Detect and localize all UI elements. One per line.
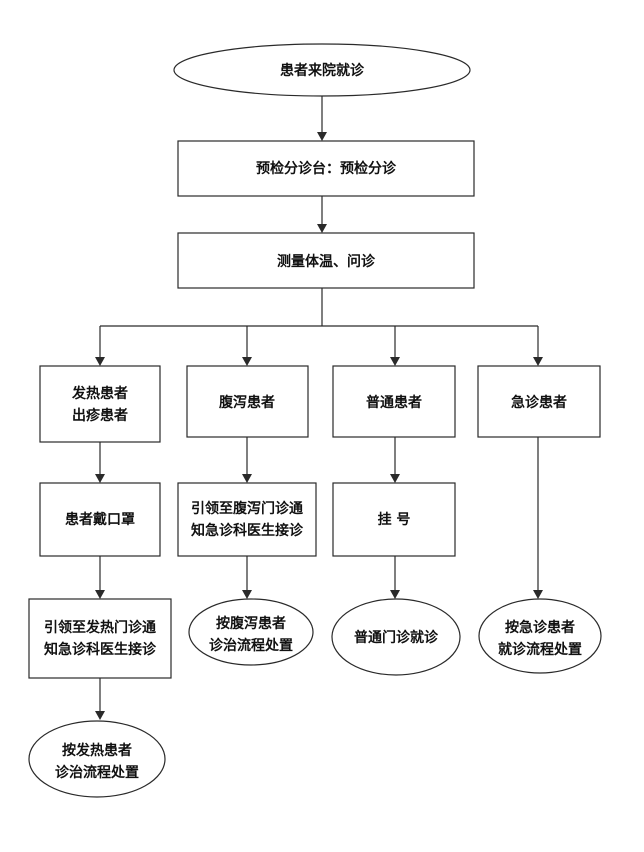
arrowhead [390,357,400,366]
label-line: 发热患者 [71,385,128,402]
arrowhead [242,474,252,483]
label-line: 普通门诊就诊 [354,629,439,646]
label-line: 知急诊科医生接诊 [191,522,304,539]
general-end-ellipse [331,598,461,676]
general-label: 普通患者 [366,394,422,411]
emergency-end-ellipse [478,598,602,674]
label-line: 按急诊患者 [505,619,575,636]
label-line: 知急诊科医生接诊 [44,641,157,658]
diarrhea-guide-box [177,482,317,557]
fever-end-ellipse [28,720,166,798]
label-line: 普通患者 [366,394,422,411]
mask-box [39,482,161,557]
label-line: 就诊流程处置 [498,641,582,658]
arrowhead [533,590,543,599]
arrowhead [533,357,543,366]
label-line: 测量体温、问诊 [277,253,376,270]
label-line: 腹泻患者 [219,394,275,411]
arrowhead [95,590,105,599]
fever-label: 发热患者出疹患者 [71,385,128,424]
fever-guide-box [28,598,172,679]
arrowhead [95,357,105,366]
label-line: 引领至发热门诊通 [44,619,156,636]
mask-label: 患者戴口罩 [65,511,135,528]
register-label: 挂 号 [378,511,411,528]
label-line: 急诊患者 [511,394,567,411]
label-line: 诊治流程处置 [209,637,293,654]
triage-box [177,140,475,197]
arrowhead [317,132,327,141]
label-line: 患者戴口罩 [65,511,135,528]
start-ellipse [173,43,471,97]
arrowhead [95,711,105,720]
label-line: 患者来院就诊 [280,62,365,79]
triage-label: 预检分诊台：预检分诊 [256,160,397,177]
label-line: 引领至腹泻门诊通 [191,500,303,517]
arrowhead [390,590,400,599]
arrowhead [390,474,400,483]
arrowhead [242,357,252,366]
diarrhea-guide-label: 引领至腹泻门诊通知急诊科医生接诊 [191,500,304,539]
label-line: 按发热患者 [62,742,132,759]
general-end-label: 普通门诊就诊 [354,629,439,646]
start-label: 患者来院就诊 [280,62,365,79]
fever-box [39,365,161,443]
arrowhead [242,590,252,599]
arrowhead [317,224,327,233]
register-box [332,482,456,557]
emergency-box [477,365,601,438]
label-line: 按腹泻患者 [216,615,286,632]
emergency-label: 急诊患者 [511,394,567,411]
label-line: 挂 号 [378,511,411,528]
connectors [95,96,543,720]
nodes: 患者来院就诊 预检分诊台：预检分诊 测量体温、问诊 发热患者出疹患者 腹泻患者 … [28,43,602,798]
label-line: 出疹患者 [72,407,128,424]
fever-end-label: 按发热患者诊治流程处置 [55,742,139,781]
emergency-end-label: 按急诊患者就诊流程处置 [498,619,582,658]
diarrhea-end-ellipse [188,598,314,666]
label-line: 诊治流程处置 [55,764,139,781]
label-line: 预检分诊台：预检分诊 [256,160,397,177]
diarrhea-end-label: 按腹泻患者诊治流程处置 [209,615,293,654]
diarrhea-box [186,365,309,438]
measure-box [177,232,475,289]
diarrhea-label: 腹泻患者 [219,394,275,411]
arrowhead [95,474,105,483]
general-box [332,365,456,438]
measure-label: 测量体温、问诊 [277,253,376,270]
fever-guide-label: 引领至发热门诊通知急诊科医生接诊 [44,619,157,658]
